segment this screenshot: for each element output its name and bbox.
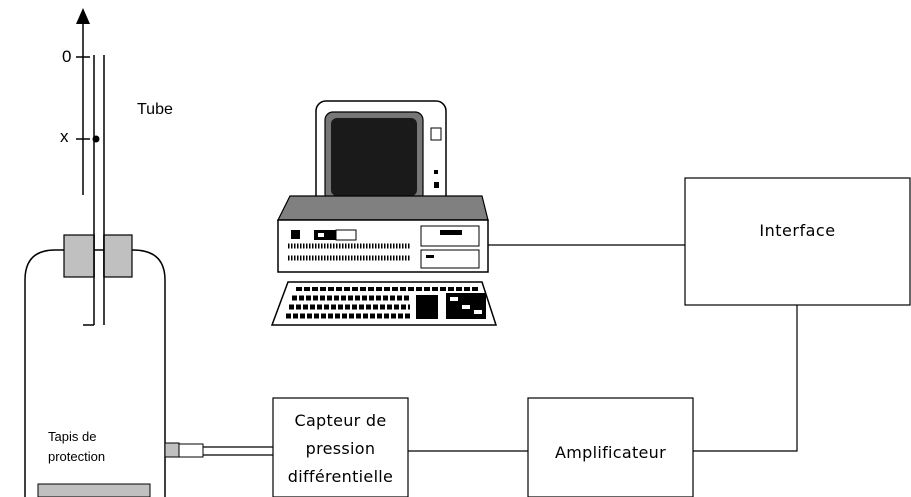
sensor-label-line2: pression: [305, 438, 376, 458]
tube: [82, 22, 105, 326]
sensor-label-line1: Capteur de: [294, 410, 387, 430]
sensor-label-line3: différentielle: [287, 466, 394, 486]
tick-x-label: x: [60, 127, 69, 146]
mat-label-line2: protection: [48, 449, 106, 464]
desktop-computer-icon: [270, 100, 498, 326]
pressure-connector: [164, 442, 273, 458]
wire-amplifier-interface: [693, 305, 798, 452]
arrow-up-icon: [76, 8, 90, 24]
collar-left: [63, 234, 95, 278]
tick-zero-label: 0: [62, 47, 72, 66]
amplifier-label: Amplificateur: [555, 442, 666, 462]
tube-label: Tube: [137, 101, 173, 118]
position-dot: [92, 135, 100, 143]
collar-right: [103, 234, 133, 278]
amplifier-box: [527, 397, 694, 497]
sensor-box: [272, 397, 409, 497]
interface-box: [684, 177, 911, 306]
interface-label: Interface: [759, 220, 836, 240]
mat-label-line1: Tapis de: [48, 429, 97, 444]
mat-base: [37, 483, 151, 497]
